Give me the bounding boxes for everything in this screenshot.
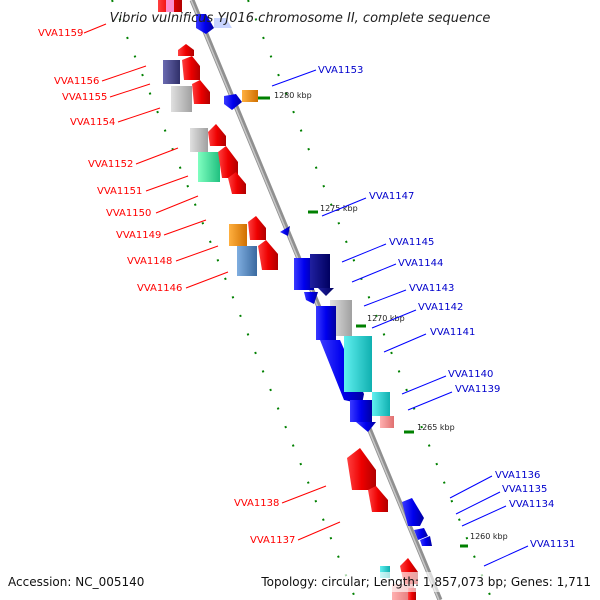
right-gene-labels: VVA1153 VVA1147 VVA1145 VVA1144 VVA1143 …: [318, 65, 575, 550]
gene-feature[interactable]: [196, 14, 214, 34]
tick-label: 1275 kbp: [320, 204, 358, 213]
gene-feature[interactable]: [414, 528, 428, 540]
gene-label-right[interactable]: VVA1153: [318, 65, 363, 76]
gene-label-right[interactable]: VVA1147: [369, 191, 414, 202]
gene-label-right[interactable]: VVA1136: [495, 470, 540, 481]
gene-feature[interactable]: [280, 226, 290, 236]
tick-label: 1265 kbp: [417, 423, 455, 432]
map-title: Vibrio vulnificus YJ016 chromosome II, c…: [110, 11, 491, 26]
right-dotted-track: [247, 0, 493, 600]
gene-label-right[interactable]: VVA1142: [418, 302, 463, 313]
gene-label-left[interactable]: VVA1156: [54, 76, 99, 87]
gene-feature[interactable]: [408, 588, 416, 600]
gene-feature[interactable]: [347, 448, 376, 490]
gene-feature[interactable]: [237, 246, 257, 276]
gene-feature[interactable]: [294, 258, 314, 290]
gene-label-left[interactable]: VVA1146: [137, 283, 182, 294]
gene-feature[interactable]: [171, 86, 192, 112]
gene-feature[interactable]: [229, 224, 247, 246]
tick-label: 1260 kbp: [470, 532, 508, 541]
gene-label-left[interactable]: VVA1150: [106, 208, 151, 219]
gene-label-left[interactable]: VVA1159: [38, 28, 83, 39]
gene-feature[interactable]: [344, 336, 372, 392]
gene-feature[interactable]: [178, 44, 194, 56]
gene-feature[interactable]: [258, 240, 278, 270]
gene-features-right: [196, 14, 432, 546]
gene-feature[interactable]: [192, 80, 210, 104]
tick-label: 1280 kbp: [274, 91, 312, 100]
gene-feature[interactable]: [208, 124, 226, 146]
gene-label-right[interactable]: VVA1135: [502, 484, 547, 495]
gene-label-left[interactable]: VVA1148: [127, 256, 172, 267]
right-leader-lines: [271, 69, 529, 567]
gene-feature[interactable]: [304, 292, 318, 304]
gene-label-left[interactable]: VVA1149: [116, 230, 161, 241]
gene-label-left[interactable]: VVA1137: [250, 535, 295, 546]
gene-features-left: [158, 0, 418, 600]
gene-feature[interactable]: [380, 416, 394, 428]
left-leader-lines: [83, 23, 341, 541]
gene-label-left[interactable]: VVA1152: [88, 159, 133, 170]
tick-label: 1270 kbp: [367, 314, 405, 323]
gene-feature[interactable]: [190, 128, 208, 152]
gene-label-right[interactable]: VVA1144: [398, 258, 443, 269]
gene-feature[interactable]: [228, 172, 246, 194]
gene-feature[interactable]: [318, 288, 334, 296]
chromosome-backbone: [189, 0, 443, 600]
gene-feature[interactable]: [310, 254, 330, 288]
gene-feature[interactable]: [248, 216, 266, 240]
gene-feature[interactable]: [368, 486, 388, 512]
gene-feature[interactable]: [356, 422, 376, 432]
left-dotted-track: [111, 0, 357, 600]
gene-label-left[interactable]: VVA1151: [97, 186, 142, 197]
gene-feature[interactable]: [372, 392, 390, 416]
gene-feature[interactable]: [420, 536, 432, 546]
gene-feature[interactable]: [402, 498, 424, 526]
accession-text: Accession: NC_005140: [8, 575, 144, 589]
tick-marks: [258, 96, 468, 548]
genome-summary-text: Topology: circular; Length: 1,857,073 bp…: [260, 575, 591, 589]
gene-label-left[interactable]: VVA1154: [70, 117, 115, 128]
left-gene-labels: VVA1159 VVA1156 VVA1155 VVA1154 VVA1152 …: [38, 28, 295, 546]
gene-feature[interactable]: [242, 90, 258, 102]
gene-feature[interactable]: [224, 94, 242, 110]
gene-label-right[interactable]: VVA1140: [448, 369, 493, 380]
gene-label-right[interactable]: VVA1134: [509, 499, 554, 510]
gene-label-right[interactable]: VVA1141: [430, 327, 475, 338]
gene-label-right[interactable]: VVA1143: [409, 283, 454, 294]
gene-feature[interactable]: [198, 152, 220, 182]
gene-feature[interactable]: [214, 18, 232, 28]
gene-label-left[interactable]: VVA1155: [62, 92, 107, 103]
gene-feature[interactable]: [218, 146, 238, 178]
gene-feature[interactable]: [316, 306, 336, 340]
gene-feature[interactable]: [166, 0, 174, 12]
footer-backdrop: [0, 572, 600, 592]
gene-label-right[interactable]: VVA1145: [389, 237, 434, 248]
gene-feature[interactable]: [182, 56, 200, 80]
gene-label-right[interactable]: VVA1131: [530, 539, 575, 550]
gene-label-right[interactable]: VVA1139: [455, 384, 500, 395]
gene-feature[interactable]: [163, 60, 180, 84]
gene-label-left[interactable]: VVA1138: [234, 498, 279, 509]
gene-feature[interactable]: [350, 400, 372, 422]
